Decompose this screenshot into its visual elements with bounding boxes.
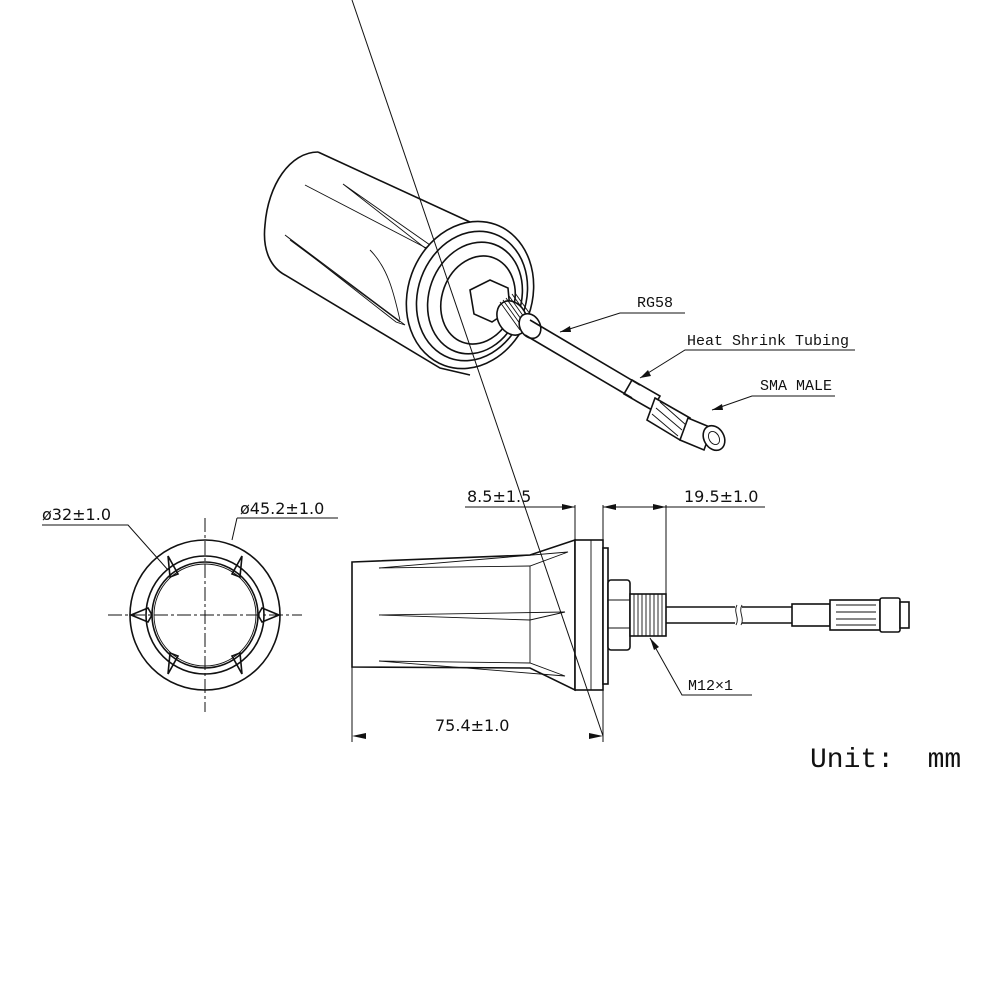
- heat-shrink-leader: [639, 349, 855, 379]
- inner-diameter-label: ø32±1.0: [42, 505, 111, 524]
- unit-label: Unit: mm: [810, 745, 961, 776]
- heat-shrink-label: Heat Shrink Tubing: [687, 333, 849, 350]
- thread-length-label: 19.5±1.0: [684, 487, 758, 506]
- outer-diameter-label: ø45.2±1.0: [240, 499, 324, 518]
- thread-spec-label: M12×1: [688, 678, 733, 695]
- sma-leader: [711, 395, 835, 411]
- side-view: [351, 0, 910, 742]
- body-length-label: 75.4±1.0: [435, 716, 509, 735]
- front-view: [42, 517, 338, 712]
- sma-connector-iso: [646, 396, 726, 452]
- rg58-label: RG58: [637, 295, 673, 312]
- threaded-stub-iso: [496, 292, 542, 340]
- rg58-leader: [559, 312, 685, 333]
- flange-thickness-label: 8.5±1.5: [467, 487, 531, 506]
- isometric-view: [263, 151, 855, 452]
- sma-male-label: SMA MALE: [760, 378, 832, 395]
